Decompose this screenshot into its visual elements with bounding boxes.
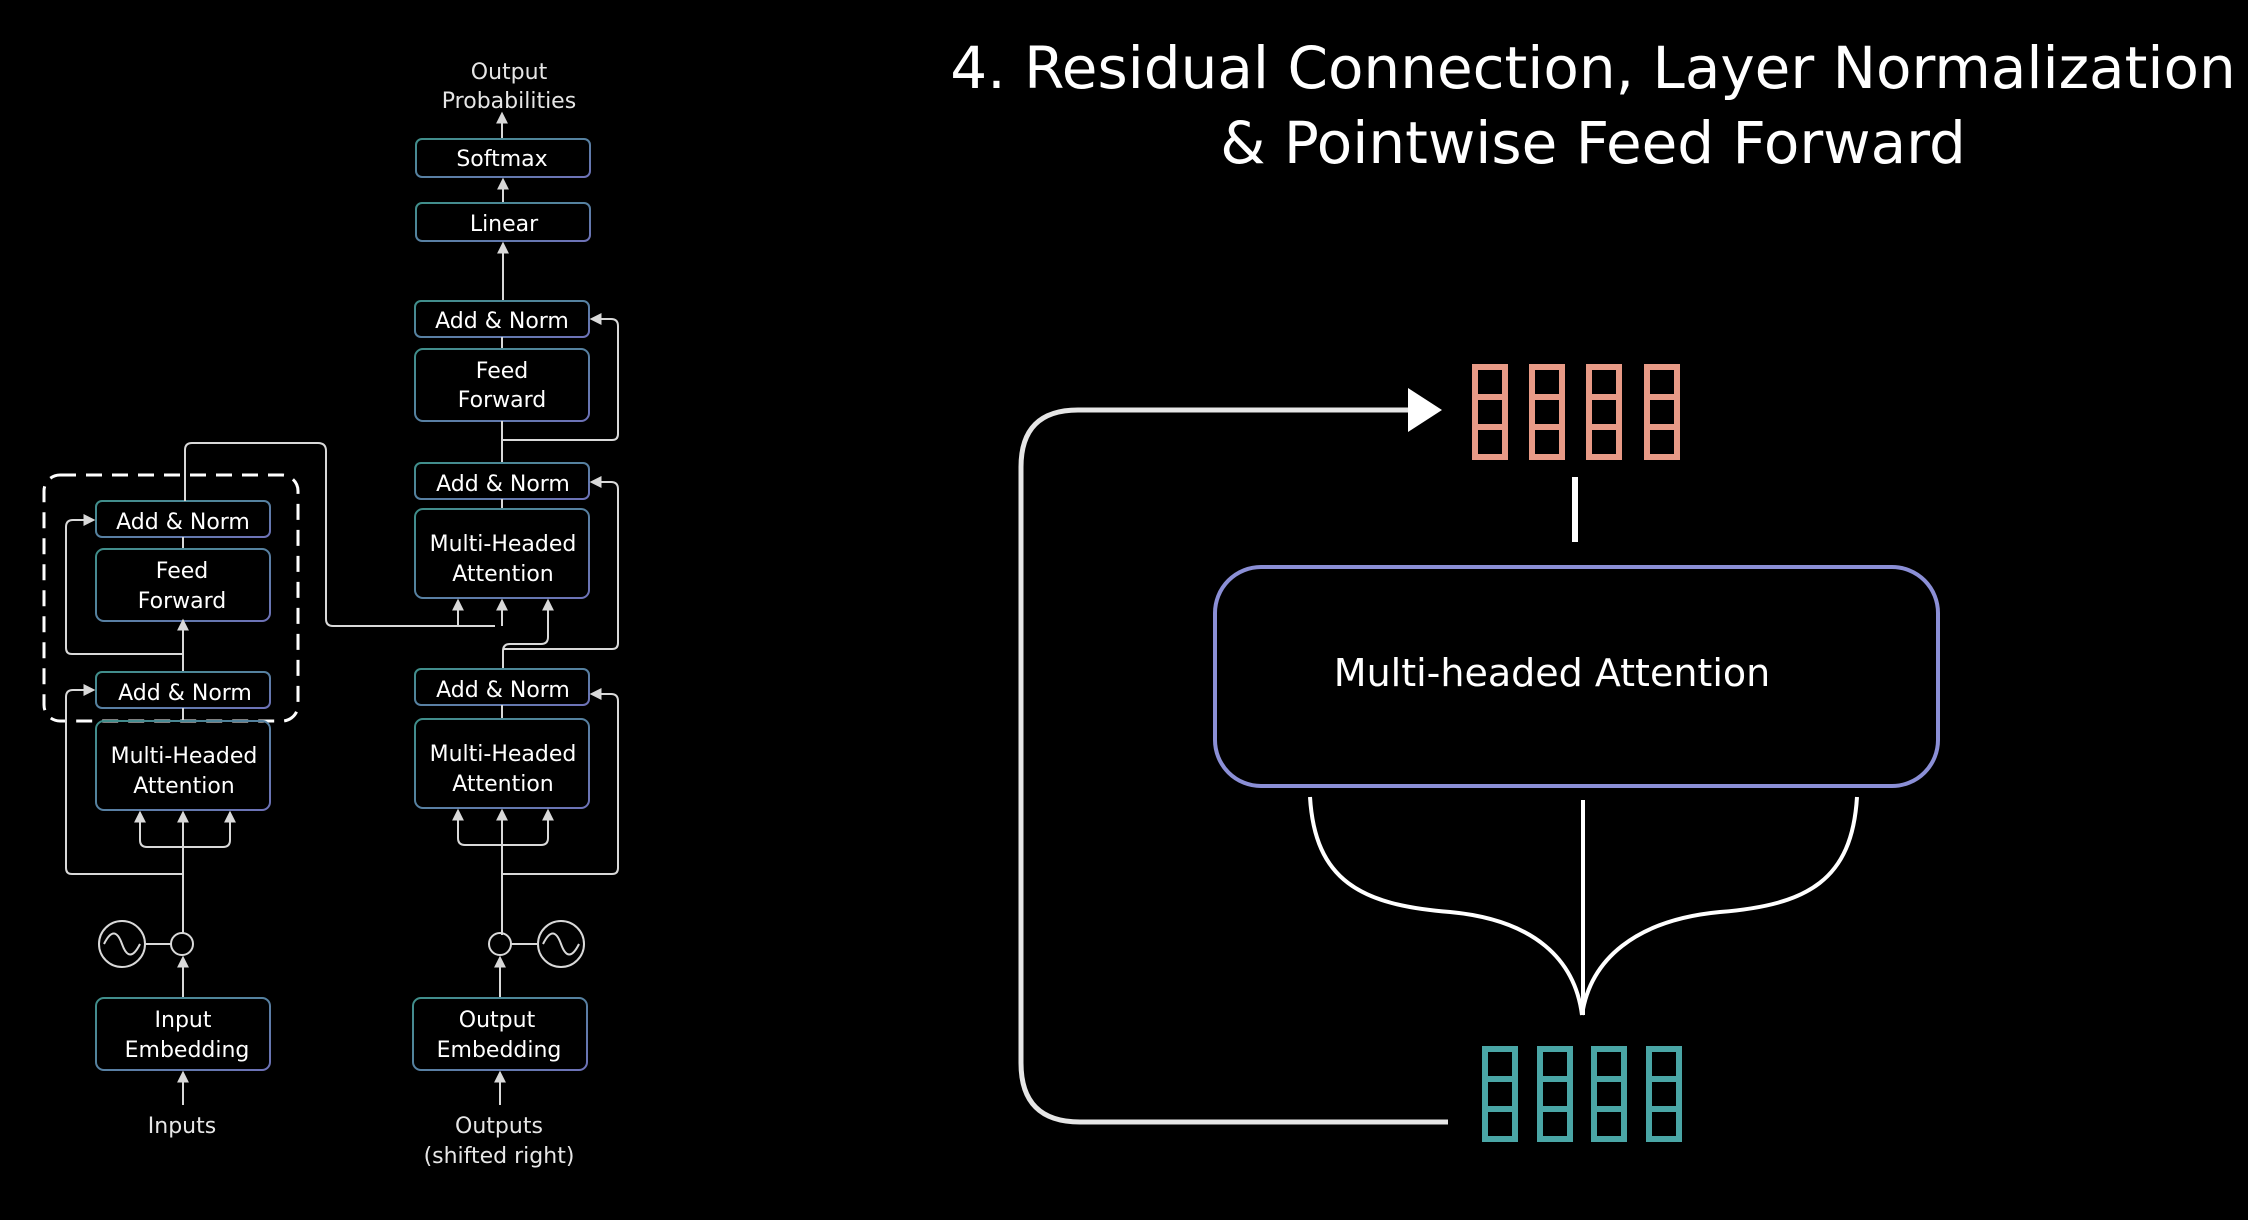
input-vector-2 — [1537, 1046, 1573, 1142]
multi-headed-attention-box — [1213, 565, 1940, 788]
decoder-self-attention-label-1: Multi-Headed — [430, 742, 577, 767]
output-vectors — [1472, 364, 1680, 460]
transformer-diagram: Output Probabilities Softmax Linear Add … — [42, 60, 619, 1169]
decoder-self-attention-residual — [502, 688, 619, 875]
encoder-attention-label-1: Multi-Headed — [111, 744, 258, 769]
encoder-attention-box — [95, 720, 271, 811]
outputs-label-2: (shifted right) — [424, 1144, 575, 1169]
decoder-self-attention-box — [414, 718, 590, 809]
decoder-position-node — [488, 932, 512, 956]
encoder-attention-fan — [139, 821, 231, 848]
encoder-attention-label-2: Attention — [133, 774, 235, 799]
softmax-label: Softmax — [456, 147, 547, 172]
input-vector-4 — [1646, 1046, 1682, 1142]
encoder-position-node — [170, 932, 194, 956]
output-embedding-label-2: Embedding — [437, 1038, 562, 1063]
outputs-label-1: Outputs — [455, 1114, 543, 1139]
input-embedding-label-1: Input — [155, 1008, 212, 1033]
multi-headed-attention-label: Multi-headed Attention — [1334, 651, 1770, 695]
input-vectors — [1482, 1046, 1682, 1142]
output-vector-3 — [1586, 364, 1622, 460]
decoder-add-norm-3-label: Add & Norm — [435, 309, 569, 334]
decoder-ff-residual — [502, 313, 619, 441]
output-vector-4 — [1644, 364, 1680, 460]
cross-attn-input-q — [502, 598, 554, 668]
output-probabilities-label-2: Probabilities — [442, 89, 576, 114]
output-vector-1 — [1472, 364, 1508, 460]
decoder-cross-attention-residual — [503, 476, 619, 650]
input-embedding-box — [95, 997, 271, 1071]
decoder-cross-attention-label-2: Attention — [452, 562, 554, 587]
inputs-label: Inputs — [148, 1114, 216, 1139]
decoder-positional-encoding-wave — [542, 932, 580, 956]
encoder-feed-forward-label-2: Forward — [138, 589, 226, 614]
encoder-add-norm-2-label: Add & Norm — [116, 510, 250, 535]
output-embedding-box — [412, 997, 588, 1071]
decoder-cross-attention-box — [414, 508, 590, 599]
input-vector-3 — [1591, 1046, 1627, 1142]
attention-input-curve-right — [1580, 796, 1859, 1016]
input-vector-1 — [1482, 1046, 1518, 1142]
residual-arrowhead — [1408, 388, 1442, 432]
encoder-ff-residual — [65, 514, 183, 655]
title-line-2: & Pointwise Feed Forward — [1220, 109, 1966, 177]
decoder-add-norm-1-label: Add & Norm — [436, 678, 570, 703]
softmax-box — [415, 138, 591, 178]
attention-input-curves — [1308, 796, 1859, 1016]
output-vector-2 — [1529, 364, 1565, 460]
encoder-to-decoder-connection — [184, 442, 495, 627]
linear-box — [415, 202, 591, 242]
decoder-self-attention-label-2: Attention — [452, 772, 554, 797]
output-embedding-label-1: Output — [459, 1008, 536, 1033]
encoder-positional-encoding-wave — [103, 932, 141, 956]
input-embedding-label-2: Embedding — [125, 1038, 250, 1063]
decoder-cross-attention-label-1: Multi-Headed — [430, 532, 577, 557]
encoder-feed-forward-label-1: Feed — [156, 559, 209, 584]
attention-input-curve-left — [1308, 796, 1584, 1016]
encoder-attention-residual — [65, 684, 183, 875]
decoder-add-norm-2-label: Add & Norm — [436, 472, 570, 497]
decoder-positional-encoding-icon — [537, 920, 585, 968]
residual-detail-diagram: Multi-headed Attention — [1018, 364, 1940, 1142]
title-line-1: 4. Residual Connection, Layer Normalizat… — [950, 34, 2235, 102]
encoder-highlight-dashed-box — [42, 473, 300, 723]
decoder-feed-forward-label-2: Forward — [458, 388, 546, 413]
residual-skip-connection — [1018, 407, 1448, 1125]
decoder-feed-forward-label-1: Feed — [476, 359, 529, 384]
linear-label: Linear — [470, 212, 539, 237]
slide-title: 4. Residual Connection, Layer Normalizat… — [950, 34, 2235, 177]
encoder-add-norm-1-label: Add & Norm — [118, 681, 252, 706]
output-probabilities-label-1: Output — [471, 60, 548, 85]
